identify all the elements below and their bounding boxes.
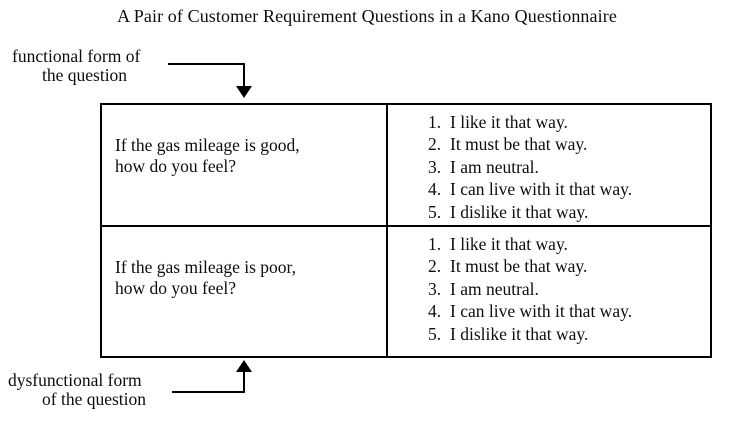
option-item: 5. I dislike it that way. <box>428 323 708 345</box>
option-item: 3. I am neutral. <box>428 278 708 300</box>
functional-form-label-line1: functional form of <box>12 46 141 66</box>
dysfunctional-connector-vertical-line <box>243 370 245 393</box>
option-text: I like it that way. <box>450 112 568 132</box>
functional-connector-horizontal-line <box>168 63 245 65</box>
option-number: 3. <box>428 278 442 299</box>
dysfunctional-form-label-line2: of the question <box>42 388 147 409</box>
functional-question-text: If the gas mileage is good, how do you f… <box>115 134 300 177</box>
option-text: I like it that way. <box>450 234 568 254</box>
question-cell-functional: If the gas mileage is good, how do you f… <box>102 105 388 227</box>
options-cell-dysfunctional: 1. I like it that way. 2. It must be tha… <box>388 227 710 356</box>
functional-connector-vertical-line <box>243 63 245 88</box>
dysfunctional-connector-horizontal-line <box>172 391 245 393</box>
option-number: 1. <box>428 112 442 132</box>
option-number: 4. <box>428 179 442 200</box>
option-number: 4. <box>428 301 442 322</box>
option-number: 3. <box>428 156 442 177</box>
dysfunctional-question-text: If the gas mileage is poor, how do you f… <box>115 256 297 299</box>
dysfunctional-form-label-line1: dysfunctional form <box>8 370 142 390</box>
arrow-down-icon <box>236 86 252 98</box>
option-text: I am neutral. <box>450 278 539 299</box>
functional-form-label-line2: the question <box>42 64 128 85</box>
option-item: 5. I dislike it that way. <box>428 201 708 223</box>
option-text: I dislike it that way. <box>450 201 589 222</box>
option-item: 4. I can live with it that way. <box>428 300 708 322</box>
option-item: 2. It must be that way. <box>428 133 708 155</box>
arrow-up-icon <box>236 360 252 372</box>
functional-form-label: functional form of the question <box>12 47 140 84</box>
option-item: 1. I like it that way. <box>428 233 708 255</box>
option-number: 2. <box>428 134 442 155</box>
question-cell-dysfunctional: If the gas mileage is poor, how do you f… <box>102 227 388 356</box>
option-number: 5. <box>428 323 442 344</box>
option-item: 4. I can live with it that way. <box>428 178 708 200</box>
diagram-title: A Pair of Customer Requirement Questions… <box>117 6 617 26</box>
option-text: It must be that way. <box>450 134 588 155</box>
option-number: 5. <box>428 201 442 222</box>
option-item: 2. It must be that way. <box>428 255 708 277</box>
option-text: It must be that way. <box>450 256 588 277</box>
option-text: I am neutral. <box>450 156 539 177</box>
dysfunctional-form-label: dysfunctional form of the question <box>8 371 146 408</box>
option-text: I can live with it that way. <box>450 301 633 322</box>
option-text: I can live with it that way. <box>450 179 633 200</box>
option-number: 2. <box>428 256 442 277</box>
option-item: 3. I am neutral. <box>428 156 708 178</box>
option-item: 1. I like it that way. <box>428 111 708 133</box>
options-cell-functional: 1. I like it that way. 2. It must be tha… <box>388 105 710 227</box>
option-number: 1. <box>428 234 442 254</box>
kano-table: If the gas mileage is good, how do you f… <box>100 103 712 358</box>
option-text: I dislike it that way. <box>450 323 589 344</box>
